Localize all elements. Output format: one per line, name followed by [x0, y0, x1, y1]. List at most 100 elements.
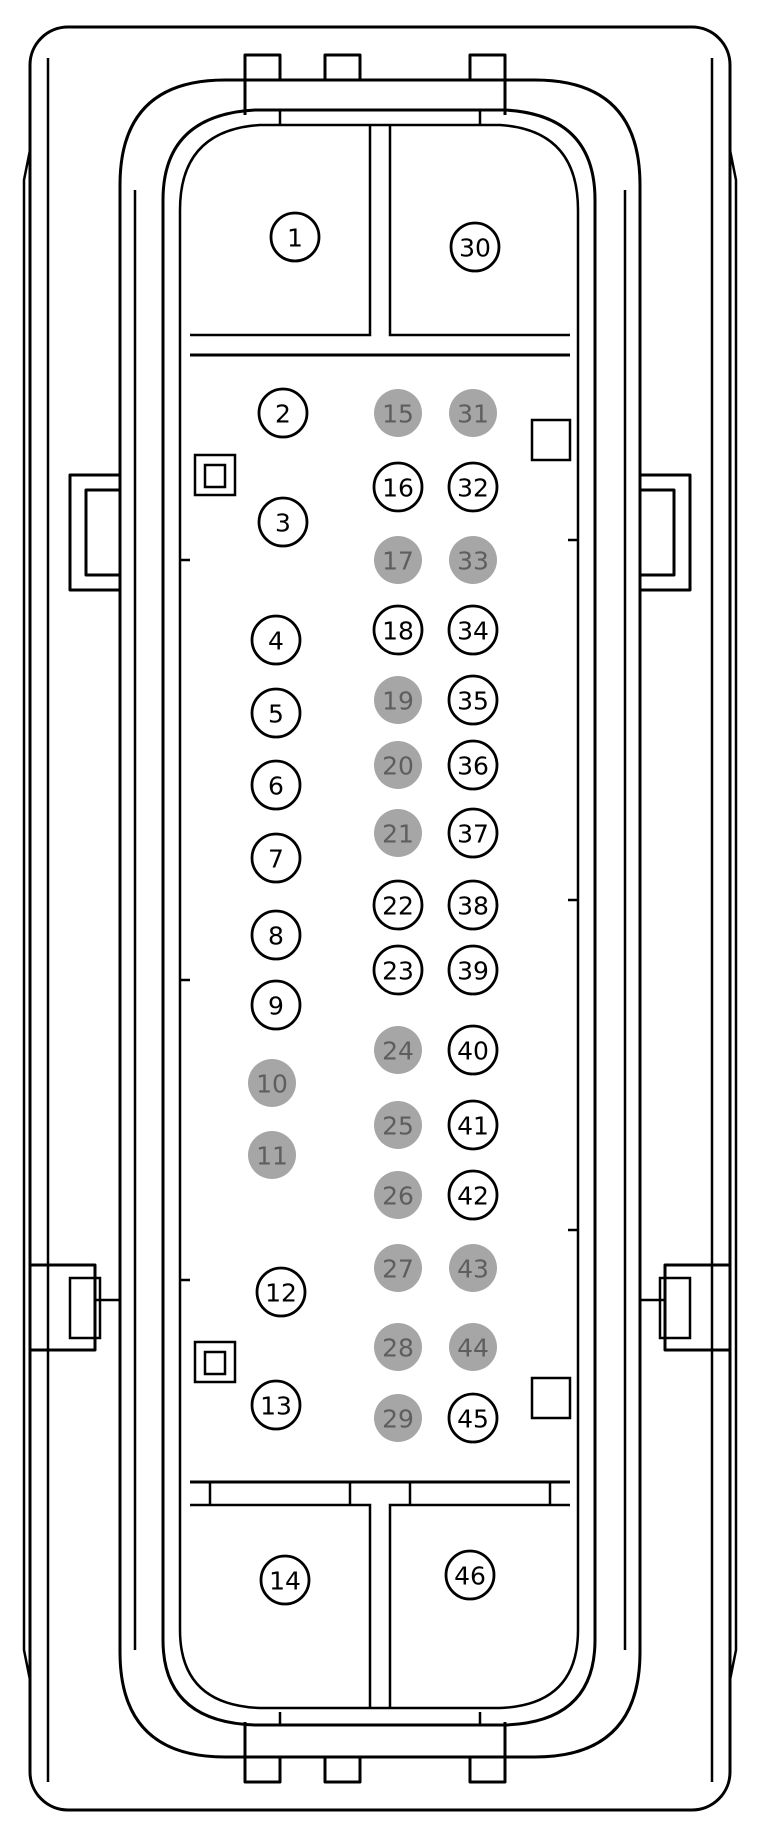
- pin-circle: [250, 614, 302, 666]
- pin-circle: [269, 211, 321, 263]
- pin-circle-unpopulated: [374, 1101, 422, 1149]
- pin-circle: [257, 387, 309, 439]
- pin-13: 13: [250, 1379, 302, 1431]
- pin-label: 33: [457, 547, 489, 576]
- pin-label: 26: [382, 1182, 414, 1211]
- pin-circle: [447, 1169, 499, 1221]
- pin-36: 36: [447, 739, 499, 791]
- pin-label: 37: [457, 820, 489, 849]
- pin-4: 4: [250, 614, 302, 666]
- pin-label: 8: [268, 922, 284, 951]
- pin-circle: [447, 944, 499, 996]
- pin-label: 46: [454, 1562, 486, 1591]
- pin-circle-unpopulated: [374, 741, 422, 789]
- pin-circle: [447, 879, 499, 931]
- pin-label: 36: [457, 752, 489, 781]
- pin-cavity: [161, 108, 597, 1727]
- pin-11: 11: [248, 1131, 296, 1179]
- pin-label: 23: [382, 957, 414, 986]
- pin-42: 42: [447, 1169, 499, 1221]
- pin-circle-unpopulated: [374, 1171, 422, 1219]
- pin-circle: [250, 1379, 302, 1431]
- pin-circle: [447, 807, 499, 859]
- pin-circle: [372, 944, 424, 996]
- pin-35: 35: [447, 674, 499, 726]
- pin-circle: [250, 909, 302, 961]
- pin-45: 45: [447, 1392, 499, 1444]
- pin-circle-unpopulated: [374, 809, 422, 857]
- pin-40: 40: [447, 1024, 499, 1076]
- pin-circle: [372, 604, 424, 656]
- pin-label: 14: [269, 1567, 301, 1596]
- pin-30: 30: [449, 221, 501, 273]
- pin-9: 9: [250, 979, 302, 1031]
- pin-label: 1: [287, 224, 303, 253]
- pin-18: 18: [372, 604, 424, 656]
- pin-label: 9: [268, 992, 284, 1021]
- pin-circle: [257, 496, 309, 548]
- pin-1: 1: [269, 211, 321, 263]
- pin-label: 42: [457, 1182, 489, 1211]
- pin-21: 21: [374, 809, 422, 857]
- pin-label: 5: [268, 700, 284, 729]
- pin-circle-unpopulated: [374, 676, 422, 724]
- pin-3: 3: [257, 496, 309, 548]
- pin-label: 10: [256, 1070, 288, 1099]
- pin-circle: [250, 759, 302, 811]
- pin-17: 17: [374, 536, 422, 584]
- pin-circle: [447, 604, 499, 656]
- pin-circle-unpopulated: [449, 389, 497, 437]
- pin-label: 18: [382, 617, 414, 646]
- pin-label: 7: [268, 845, 284, 874]
- pin-12: 12: [255, 1266, 307, 1318]
- pin-6: 6: [250, 759, 302, 811]
- connector-housing: [22, 25, 738, 1812]
- pin-circle-unpopulated: [374, 1026, 422, 1074]
- pin-circle-unpopulated: [374, 1323, 422, 1371]
- pin-circle-unpopulated: [374, 1244, 422, 1292]
- pin-circle: [255, 1266, 307, 1318]
- pin-label: 3: [275, 509, 291, 538]
- pin-circle: [372, 461, 424, 513]
- pin-circle-unpopulated: [449, 1323, 497, 1371]
- pin-circle-unpopulated: [449, 1244, 497, 1292]
- pin-46: 46: [444, 1549, 496, 1601]
- pin-29: 29: [374, 1394, 422, 1442]
- pin-label: 20: [382, 752, 414, 781]
- pin-label: 13: [260, 1392, 292, 1421]
- pin-19: 19: [374, 676, 422, 724]
- pin-5: 5: [250, 687, 302, 739]
- pin-label: 17: [382, 547, 414, 576]
- pin-32: 32: [447, 461, 499, 513]
- pin-7: 7: [250, 832, 302, 884]
- pin-circle-unpopulated: [374, 1394, 422, 1442]
- pin-circle: [372, 879, 424, 931]
- pin-circle-unpopulated: [374, 389, 422, 437]
- pin-label: 40: [457, 1037, 489, 1066]
- pin-label: 19: [382, 687, 414, 716]
- pin-circle-unpopulated: [248, 1059, 296, 1107]
- pin-circle: [447, 1099, 499, 1151]
- pin-label: 35: [457, 687, 489, 716]
- pin-38: 38: [447, 879, 499, 931]
- pin-label: 12: [265, 1279, 297, 1308]
- pin-label: 25: [382, 1112, 414, 1141]
- pin-label: 29: [382, 1405, 414, 1434]
- pin-label: 44: [457, 1334, 489, 1363]
- pin-26: 26: [374, 1171, 422, 1219]
- pin-label: 31: [457, 400, 489, 429]
- pin-label: 45: [457, 1405, 489, 1434]
- pin-22: 22: [372, 879, 424, 931]
- pin-10: 10: [248, 1059, 296, 1107]
- pin-label: 34: [457, 617, 489, 646]
- pin-label: 6: [268, 772, 284, 801]
- pin-label: 38: [457, 892, 489, 921]
- pin-circle: [447, 739, 499, 791]
- pin-label: 43: [457, 1255, 489, 1284]
- pin-label: 15: [382, 400, 414, 429]
- pin-8: 8: [250, 909, 302, 961]
- pin-27: 27: [374, 1244, 422, 1292]
- pin-label: 24: [382, 1037, 414, 1066]
